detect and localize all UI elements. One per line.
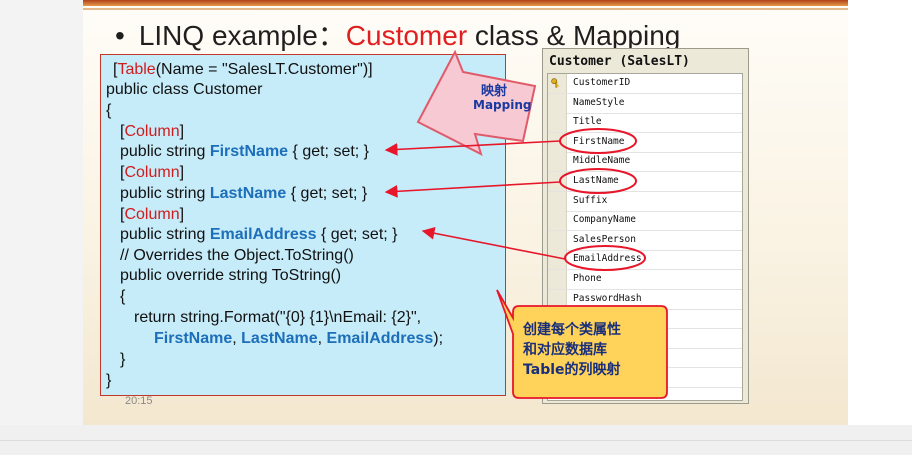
db-column-row[interactable]: CompanyName [548, 211, 742, 232]
db-column-row[interactable]: Phone [548, 270, 742, 290]
code-line-column-attr: [Column] [120, 123, 185, 140]
db-column-name: Phone [573, 273, 602, 284]
db-column-name: MiddleName [573, 155, 631, 167]
db-column-row[interactable]: PasswordHash [548, 289, 742, 310]
db-column-row[interactable]: Suffix [548, 191, 742, 212]
callout-text: 创建每个类属性 和对应数据库 Table的列映射 [523, 320, 653, 380]
db-column-name: SalesPerson [573, 233, 636, 245]
code-line-class-decl: public class Customer [106, 81, 263, 98]
code-line-lastname-prop: public string LastName { get; set; } [120, 185, 368, 202]
bottom-divider [0, 440, 912, 441]
db-column-row[interactable]: SalesPerson [548, 230, 742, 251]
mapping-label-cn: 映射 [481, 84, 508, 99]
row-selector [548, 289, 567, 309]
code-line-column-attr: [Column] [120, 164, 185, 181]
slide-top-bar-accent [83, 8, 848, 10]
db-column-name: FirstName [573, 135, 625, 147]
code-line-email-prop: public string EmailAddress { get; set; } [120, 226, 398, 243]
db-column-name: CompanyName [573, 214, 636, 226]
row-selector [548, 93, 567, 113]
db-column-row[interactable]: LastName [548, 172, 742, 192]
db-column-row[interactable]: NameStyle [548, 93, 742, 114]
slide-title: • LINQ example：Customer class & Mapping [115, 14, 680, 54]
db-column-name: LastName [573, 175, 619, 186]
row-selector [548, 211, 567, 231]
row-selector [548, 152, 567, 172]
slide: • LINQ example：Customer class & Mapping [… [83, 0, 848, 425]
row-selector [548, 74, 567, 93]
title-prefix: LINQ example： [138, 20, 346, 51]
row-selector [548, 172, 567, 191]
slide-timestamp: 20:15 [125, 395, 153, 407]
row-selector [548, 270, 567, 289]
db-column-row[interactable]: CustomerID [548, 74, 742, 94]
db-column-row[interactable]: EmailAddress [548, 250, 742, 271]
right-gutter [848, 0, 912, 455]
code-line-brace-close: } [120, 351, 126, 368]
code-line-firstname-prop: public string FirstName { get; set; } [120, 143, 370, 160]
code-line-column-attr: [Column] [120, 206, 185, 223]
slide-top-bar [83, 0, 848, 6]
db-column-name: CustomerID [573, 77, 631, 88]
code-line-comment: // Overrides the Object.ToString() [120, 247, 354, 264]
code-line-brace-open: { [120, 288, 126, 305]
callout-line: 和对应数据库 [523, 342, 607, 358]
callout-line: 创建每个类属性 [523, 322, 621, 338]
db-column-name: Suffix [573, 194, 608, 206]
primary-key-icon [551, 78, 559, 88]
row-selector [548, 191, 567, 211]
db-column-name: NameStyle [573, 96, 625, 108]
code-line-return: return string.Format("{0} {1}\nEmail: {2… [134, 309, 422, 326]
db-column-name: EmailAddress [573, 253, 642, 265]
db-column-row[interactable]: MiddleName [548, 152, 742, 173]
code-line-format-args: FirstName, LastName, EmailAddress); [154, 330, 444, 347]
code-line-override: public override string ToString() [120, 267, 342, 284]
db-column-row[interactable]: Title [548, 113, 742, 134]
row-selector [548, 230, 567, 250]
row-selector [548, 250, 567, 270]
db-table-title: Customer (SalesLT) [549, 54, 690, 69]
code-box: [Table(Name = "SalesLT.Customer")] publi… [100, 54, 506, 396]
db-column-name: PasswordHash [573, 292, 642, 304]
title-suffix: class & Mapping [467, 20, 681, 51]
bullet-icon: • [115, 20, 125, 51]
code-line-brace-open: { [106, 102, 112, 119]
db-column-row[interactable]: FirstName [548, 132, 742, 153]
code-line-brace-close: } [106, 372, 112, 389]
db-column-name: Title [573, 116, 602, 128]
mapping-label-en: Mapping [473, 98, 532, 112]
left-gutter [0, 0, 83, 455]
row-selector [548, 132, 567, 152]
callout-line: Table的列映射 [523, 362, 621, 378]
row-selector [548, 113, 567, 133]
code-line-table-attr: [Table(Name = "SalesLT.Customer")] [113, 61, 373, 78]
title-highlight: Customer [345, 20, 468, 51]
